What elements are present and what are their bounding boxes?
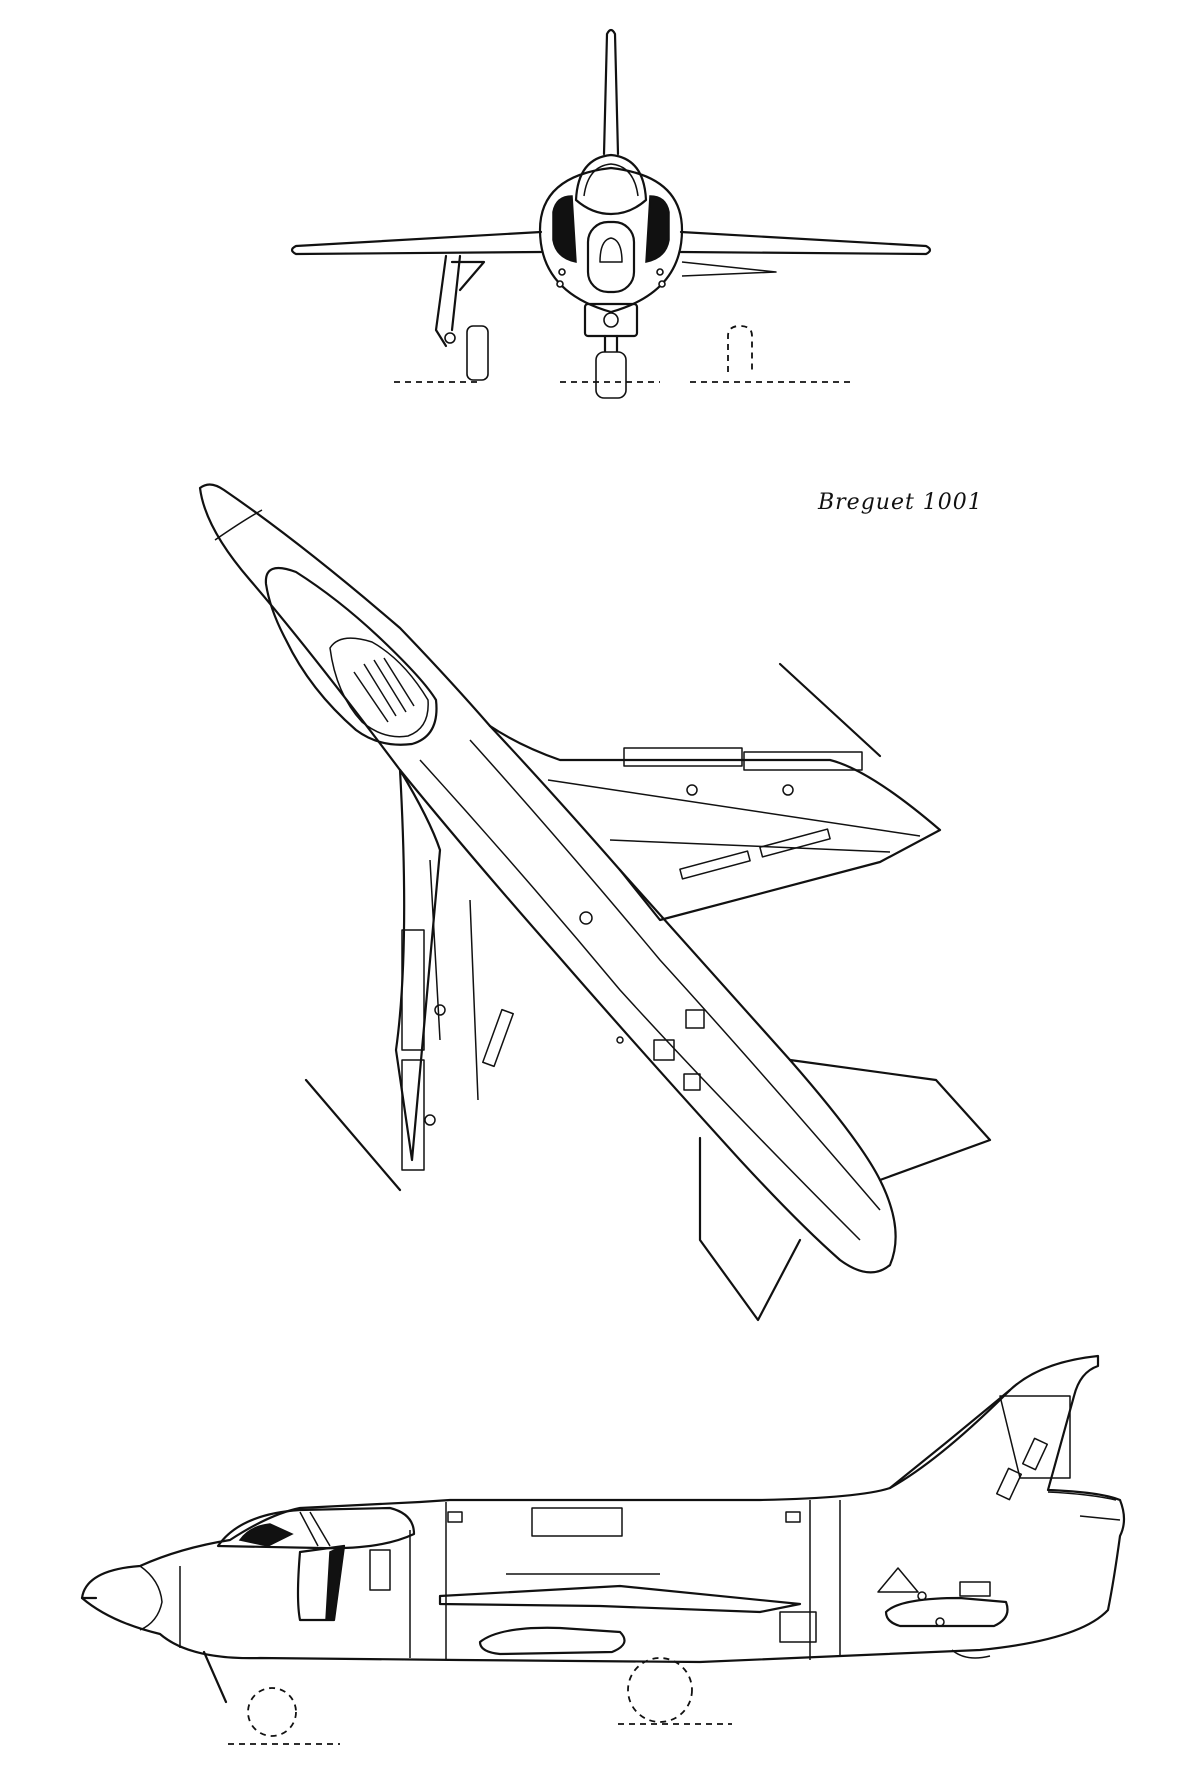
plan-view-left-tailplane bbox=[698, 1136, 802, 1322]
left-intake bbox=[552, 195, 577, 263]
plan-view bbox=[198, 483, 992, 1322]
side-view bbox=[80, 1354, 1126, 1745]
plan-view-fuselage bbox=[198, 483, 897, 1274]
plan-view-right-tailplane bbox=[788, 1058, 992, 1182]
side-view-canopy bbox=[216, 1506, 416, 1550]
front-view-canopy bbox=[574, 153, 648, 216]
front-view bbox=[290, 28, 932, 399]
plan-view-right-wing bbox=[488, 724, 942, 922]
aircraft-caption: Breguet 1001 bbox=[818, 490, 983, 515]
side-view-fuselage bbox=[80, 1354, 1126, 1664]
front-view-fin bbox=[602, 28, 620, 156]
side-view-fin bbox=[888, 1388, 1012, 1490]
side-view-main-wheel bbox=[627, 1657, 693, 1723]
front-view-left-wing bbox=[290, 230, 543, 256]
front-view-main-gear bbox=[434, 254, 489, 381]
side-view-nose-wheel bbox=[247, 1687, 297, 1737]
plan-view-left-wing bbox=[394, 768, 442, 1162]
front-view-nose-gear bbox=[583, 302, 639, 399]
side-view-ground-line bbox=[228, 1723, 732, 1745]
right-intake bbox=[645, 195, 670, 263]
plan-view-canopy bbox=[264, 566, 438, 746]
front-view-right-wing bbox=[679, 230, 932, 256]
side-view-wing bbox=[438, 1584, 802, 1614]
front-view-fuselage bbox=[538, 166, 684, 314]
